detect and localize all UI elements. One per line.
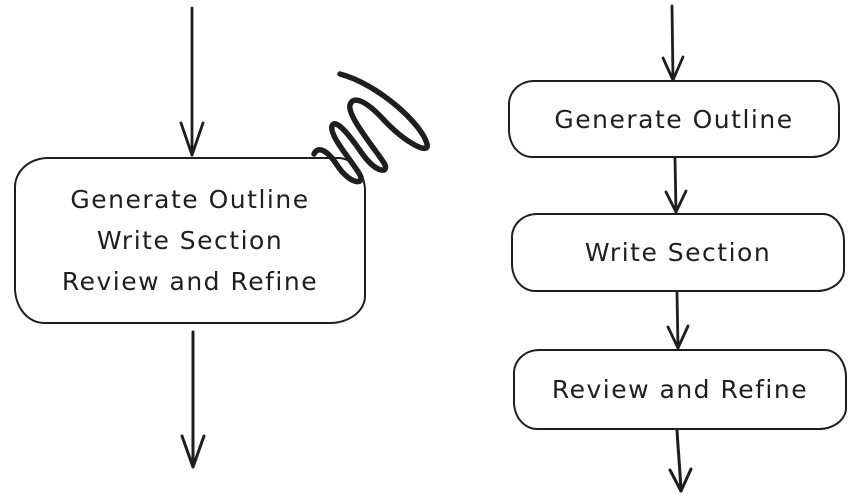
flow-node-line: Review and Refine	[61, 267, 319, 296]
right-connector-arrow-1[interactable]	[659, 156, 693, 216]
flow-node-combined[interactable]: Generate Outline Write Section Review an…	[14, 157, 366, 324]
flow-node-label: Review and Refine	[551, 375, 809, 404]
flow-node-label: Generate Outline	[554, 104, 794, 134]
right-connector-arrow-2[interactable]	[661, 290, 695, 352]
flow-node-line: Write Section	[96, 226, 284, 255]
left-incoming-down-arrow[interactable]	[176, 6, 208, 160]
right-outgoing-down-arrow[interactable]	[660, 428, 700, 496]
flow-node-write-section[interactable]: Write Section	[511, 213, 845, 292]
flow-node-review-and-refine[interactable]: Review and Refine	[513, 349, 847, 430]
right-incoming-down-arrow[interactable]	[656, 4, 690, 84]
flow-node-line: Generate Outline	[70, 185, 310, 214]
flow-node-label: Write Section	[584, 238, 772, 267]
flow-node-generate-outline[interactable]: Generate Outline	[508, 80, 840, 158]
scribble-strikeout-icon[interactable]	[306, 56, 440, 194]
left-outgoing-down-arrow[interactable]	[177, 330, 209, 472]
